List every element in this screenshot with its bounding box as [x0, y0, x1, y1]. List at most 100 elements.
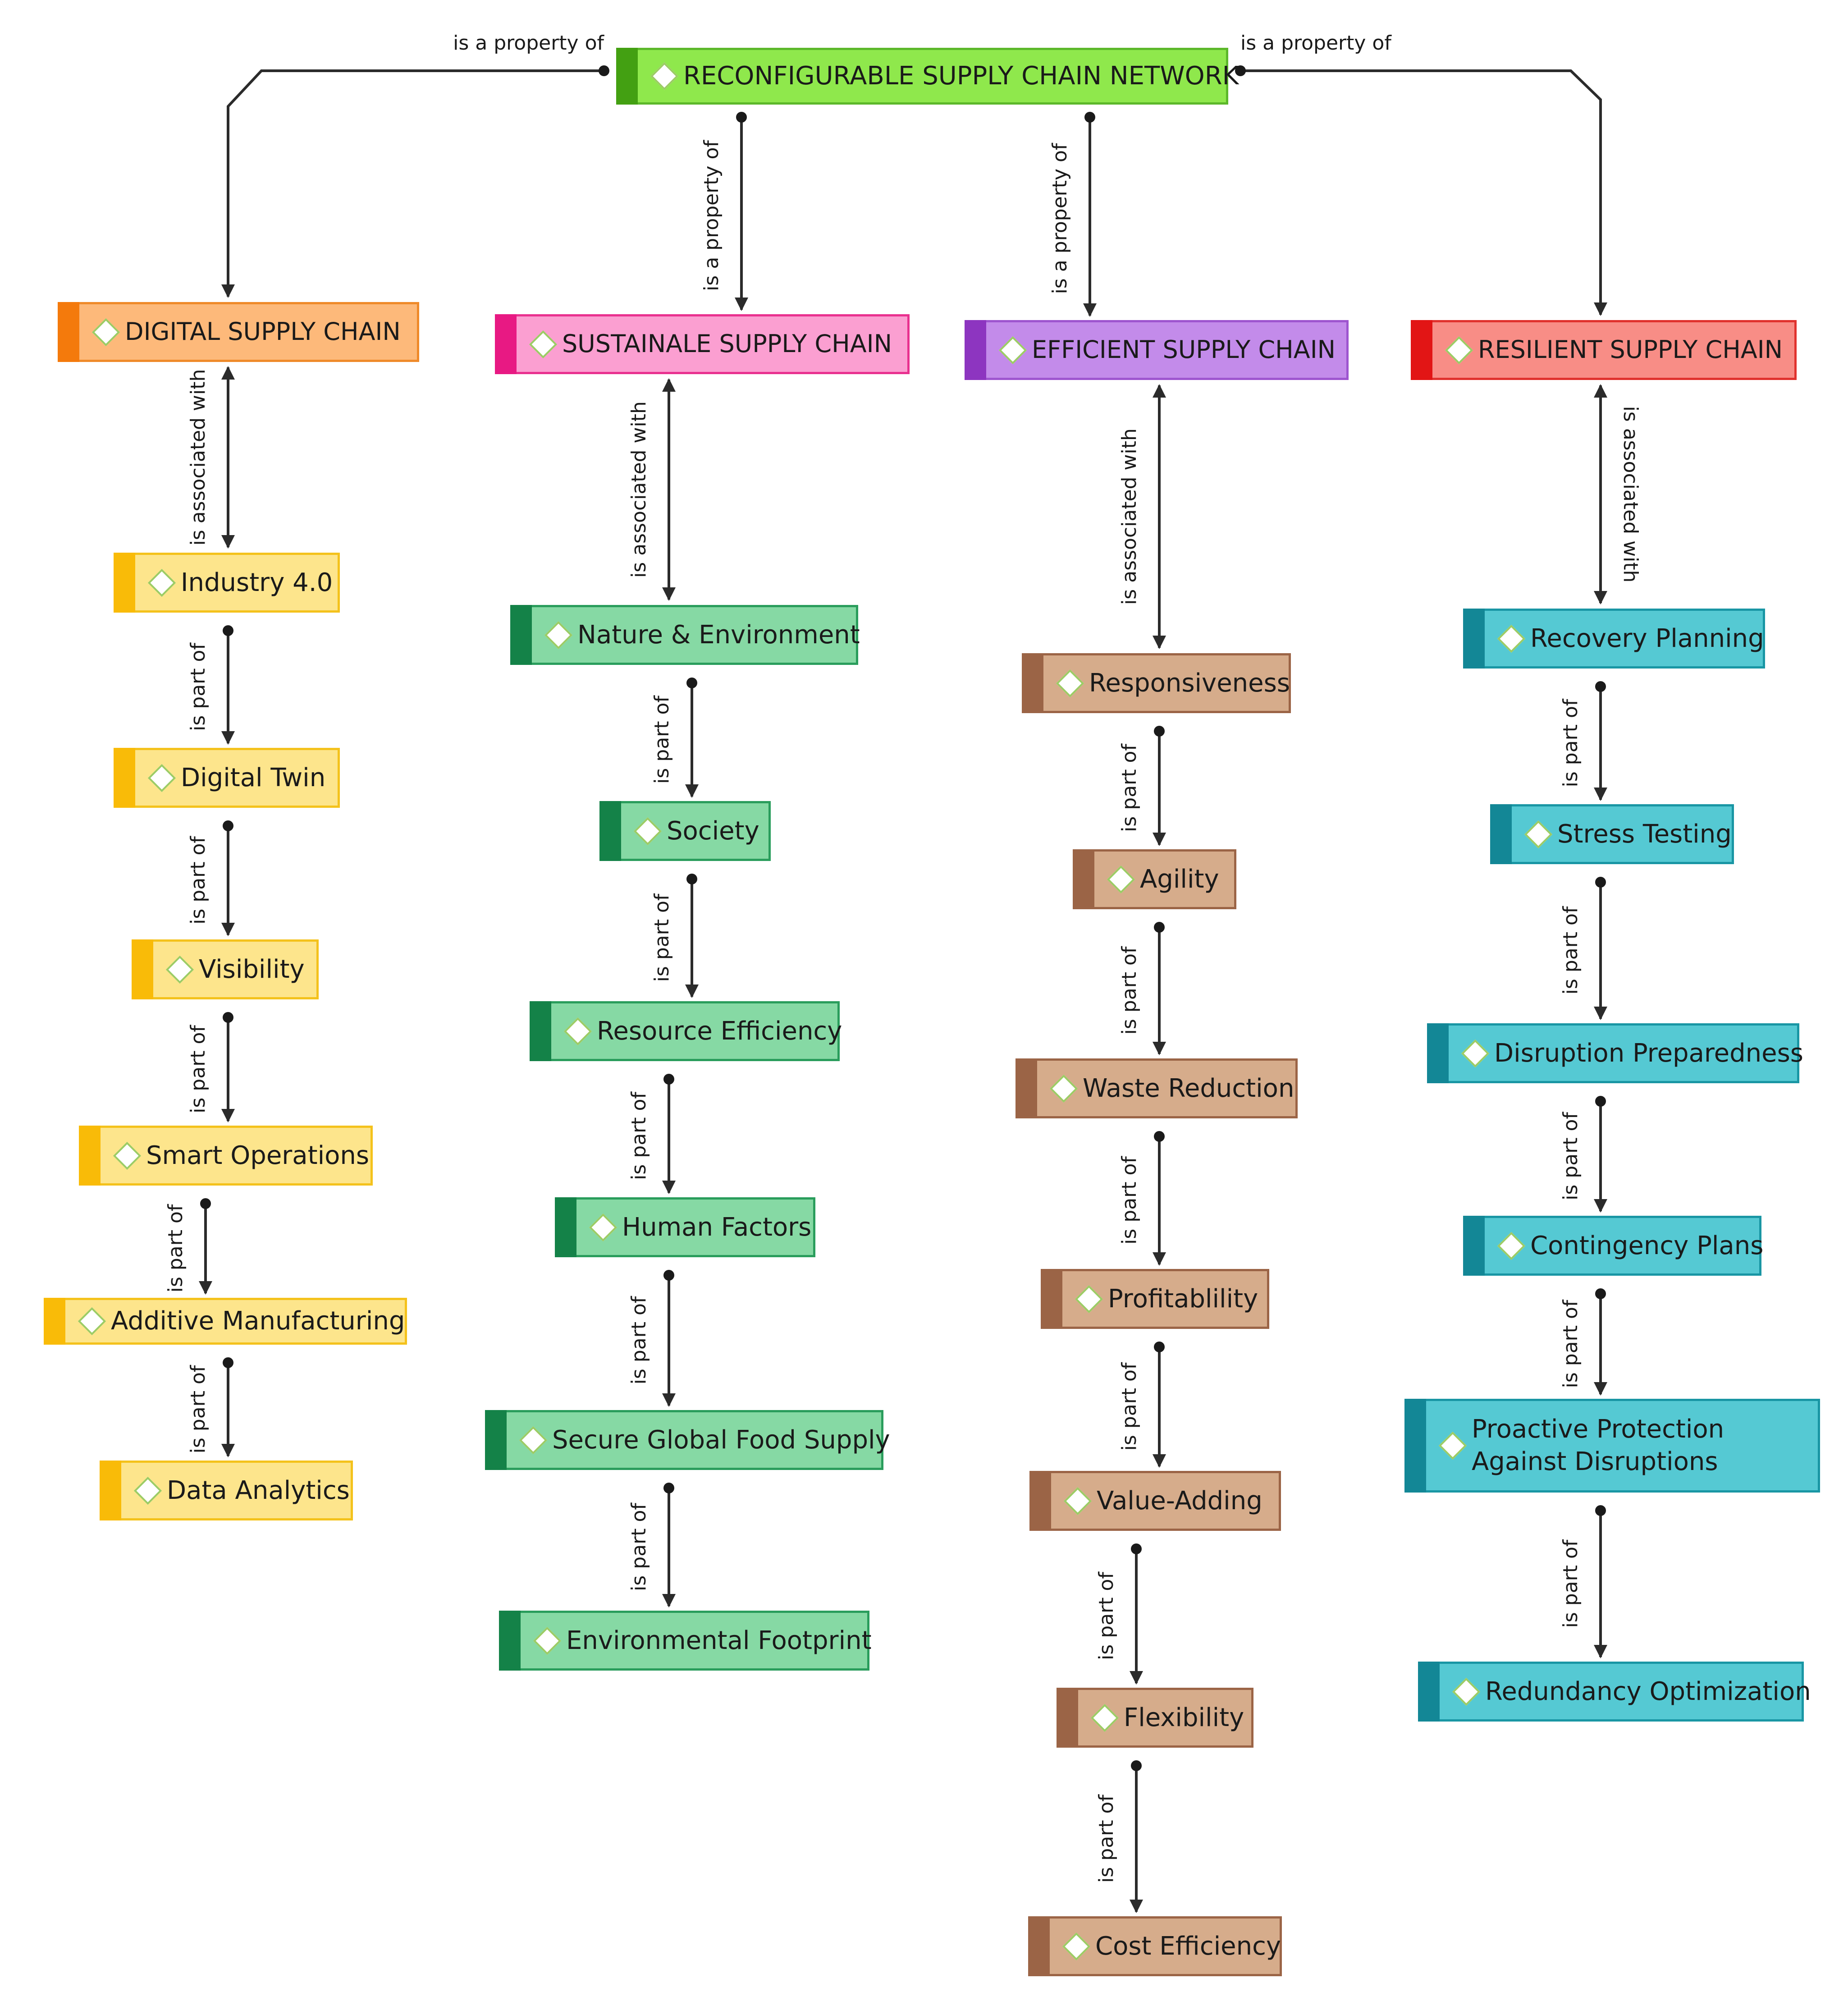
link-label: is part of — [1559, 1299, 1582, 1388]
connector-dot — [663, 1270, 674, 1281]
link-label: is associated with — [1118, 428, 1141, 605]
link-root-to-category — [1240, 69, 1607, 316]
node-label: Agility — [1140, 864, 1219, 894]
diamond-icon — [1497, 624, 1526, 653]
node-digital-twin[interactable]: Digital Twin — [114, 748, 340, 808]
node-stress-testing[interactable]: Stress Testing — [1490, 804, 1734, 864]
link-label: is part of — [187, 642, 210, 731]
node-label: Digital Twin — [181, 763, 326, 792]
connector-dot — [1084, 112, 1095, 123]
connector-dot — [1131, 1760, 1142, 1771]
node-accent-strip — [79, 1126, 101, 1186]
link-label: is part of — [627, 1296, 650, 1384]
node-label: SUSTAINALE SUPPLY CHAIN — [562, 330, 892, 358]
diamond-icon — [1075, 1285, 1103, 1313]
diamond-icon — [1056, 669, 1084, 697]
link-label: is part of — [1559, 698, 1582, 787]
node-additive-manufacturing[interactable]: Additive Manufacturing — [44, 1298, 407, 1345]
link-label: is a property of — [1048, 142, 1071, 294]
connector-dot — [223, 625, 233, 636]
node-profitablility[interactable]: Profitablility — [1041, 1269, 1269, 1329]
node-label: DIGITAL SUPPLY CHAIN — [125, 317, 401, 346]
category-digital-supply-chain[interactable]: DIGITAL SUPPLY CHAIN — [58, 302, 419, 362]
node-label: Stress Testing — [1557, 819, 1732, 849]
node-industry-4-0[interactable]: Industry 4.0 — [114, 553, 340, 613]
node-resource-efficiency[interactable]: Resource Efficiency — [530, 1001, 842, 1061]
link-label: is part of — [1559, 1539, 1582, 1628]
category-sustainale-supply-chain[interactable]: SUSTAINALE SUPPLY CHAIN — [495, 314, 910, 374]
connector-dot — [1154, 726, 1165, 737]
node-accent-strip — [499, 1611, 521, 1671]
node-environmental-footprint[interactable]: Environmental Footprint — [499, 1611, 872, 1671]
node-human-factors[interactable]: Human Factors — [555, 1197, 815, 1257]
node-agility[interactable]: Agility — [1073, 849, 1236, 909]
diamond-icon — [1452, 1677, 1481, 1706]
diamond-icon — [1063, 1487, 1092, 1515]
node-cost-efficiency[interactable]: Cost Efficiency — [1028, 1916, 1282, 1976]
node-accent-strip — [1427, 1023, 1449, 1083]
link-label: is part of — [187, 1365, 210, 1453]
diamond-icon — [1062, 1932, 1091, 1960]
node-society[interactable]: Society — [599, 801, 771, 861]
node-label: Visibility — [199, 954, 305, 984]
connector-dot — [1131, 1543, 1142, 1554]
link-label: is a property of — [1240, 32, 1392, 55]
node-redundancy-optimization[interactable]: Redundancy Optimization — [1418, 1662, 1811, 1722]
diamond-icon — [563, 1017, 592, 1045]
node-accent-strip — [1418, 1662, 1440, 1722]
node-responsiveness[interactable]: Responsiveness — [1022, 653, 1291, 713]
link-label: is part of — [650, 893, 673, 982]
diamond-icon — [533, 1626, 562, 1655]
node-accent-strip — [1057, 1688, 1078, 1748]
node-waste-reduction[interactable]: Waste Reduction — [1015, 1058, 1298, 1118]
connector-dot — [1595, 1096, 1606, 1107]
node-accent-strip — [58, 302, 79, 362]
node-contingency-plans[interactable]: Contingency Plans — [1463, 1216, 1763, 1276]
node-accent-strip — [114, 748, 135, 808]
diamond-icon — [147, 568, 176, 597]
node-disruption-preparedness[interactable]: Disruption Preparedness — [1427, 1023, 1803, 1083]
node-accent-strip — [1073, 849, 1094, 909]
connector-dot — [1154, 1342, 1165, 1352]
connector-dot — [223, 1357, 233, 1368]
link-label: is part of — [187, 1025, 210, 1113]
node-accent-strip — [1022, 653, 1043, 713]
diamond-icon — [1090, 1704, 1119, 1732]
node-value-adding[interactable]: Value-Adding — [1029, 1471, 1281, 1531]
link-label: is part of — [1118, 1362, 1141, 1451]
diamond-icon — [1445, 336, 1473, 364]
node-label: Waste Reduction — [1083, 1073, 1295, 1103]
node-smart-operations[interactable]: Smart Operations — [79, 1126, 373, 1186]
category-resilient-supply-chain[interactable]: RESILIENT SUPPLY CHAIN — [1411, 320, 1797, 380]
diamond-icon — [1107, 865, 1135, 893]
node-accent-strip — [510, 605, 532, 665]
node-proactive-protection-against-disruptions[interactable]: Proactive Protection Against Disruptions — [1404, 1399, 1820, 1493]
node-accent-strip — [1029, 1471, 1051, 1531]
connector-dot — [686, 678, 697, 688]
connector-dot — [1595, 681, 1606, 692]
category-efficient-supply-chain[interactable]: EFFICIENT SUPPLY CHAIN — [965, 320, 1349, 380]
diamond-icon — [1461, 1039, 1490, 1067]
root-node[interactable]: RECONFIGURABLE SUPPLY CHAIN NETWORK — [616, 48, 1239, 105]
link-label: is part of — [187, 836, 210, 925]
node-accent-strip — [132, 939, 153, 999]
node-visibility[interactable]: Visibility — [132, 939, 319, 999]
connector-dot — [599, 65, 609, 76]
node-label: Environmental Footprint — [566, 1626, 872, 1655]
node-flexibility[interactable]: Flexibility — [1057, 1688, 1253, 1748]
connector-dot — [1595, 1288, 1606, 1299]
node-accent-strip — [44, 1298, 65, 1345]
node-label: Nature & Environment — [577, 620, 860, 650]
diamond-icon — [544, 621, 573, 649]
node-label: RESILIENT SUPPLY CHAIN — [1478, 335, 1783, 364]
node-accent-strip — [1041, 1269, 1062, 1329]
node-label: Data Analytics — [167, 1475, 350, 1505]
node-recovery-planning[interactable]: Recovery Planning — [1463, 609, 1765, 669]
node-accent-strip — [1015, 1058, 1037, 1118]
node-data-analytics[interactable]: Data Analytics — [100, 1461, 353, 1520]
node-nature-and-environment[interactable]: Nature & Environment — [510, 605, 860, 665]
node-secure-global-food-supply[interactable]: Secure Global Food Supply — [485, 1410, 890, 1470]
node-accent-strip — [599, 801, 621, 861]
node-accent-strip — [1463, 1216, 1485, 1276]
